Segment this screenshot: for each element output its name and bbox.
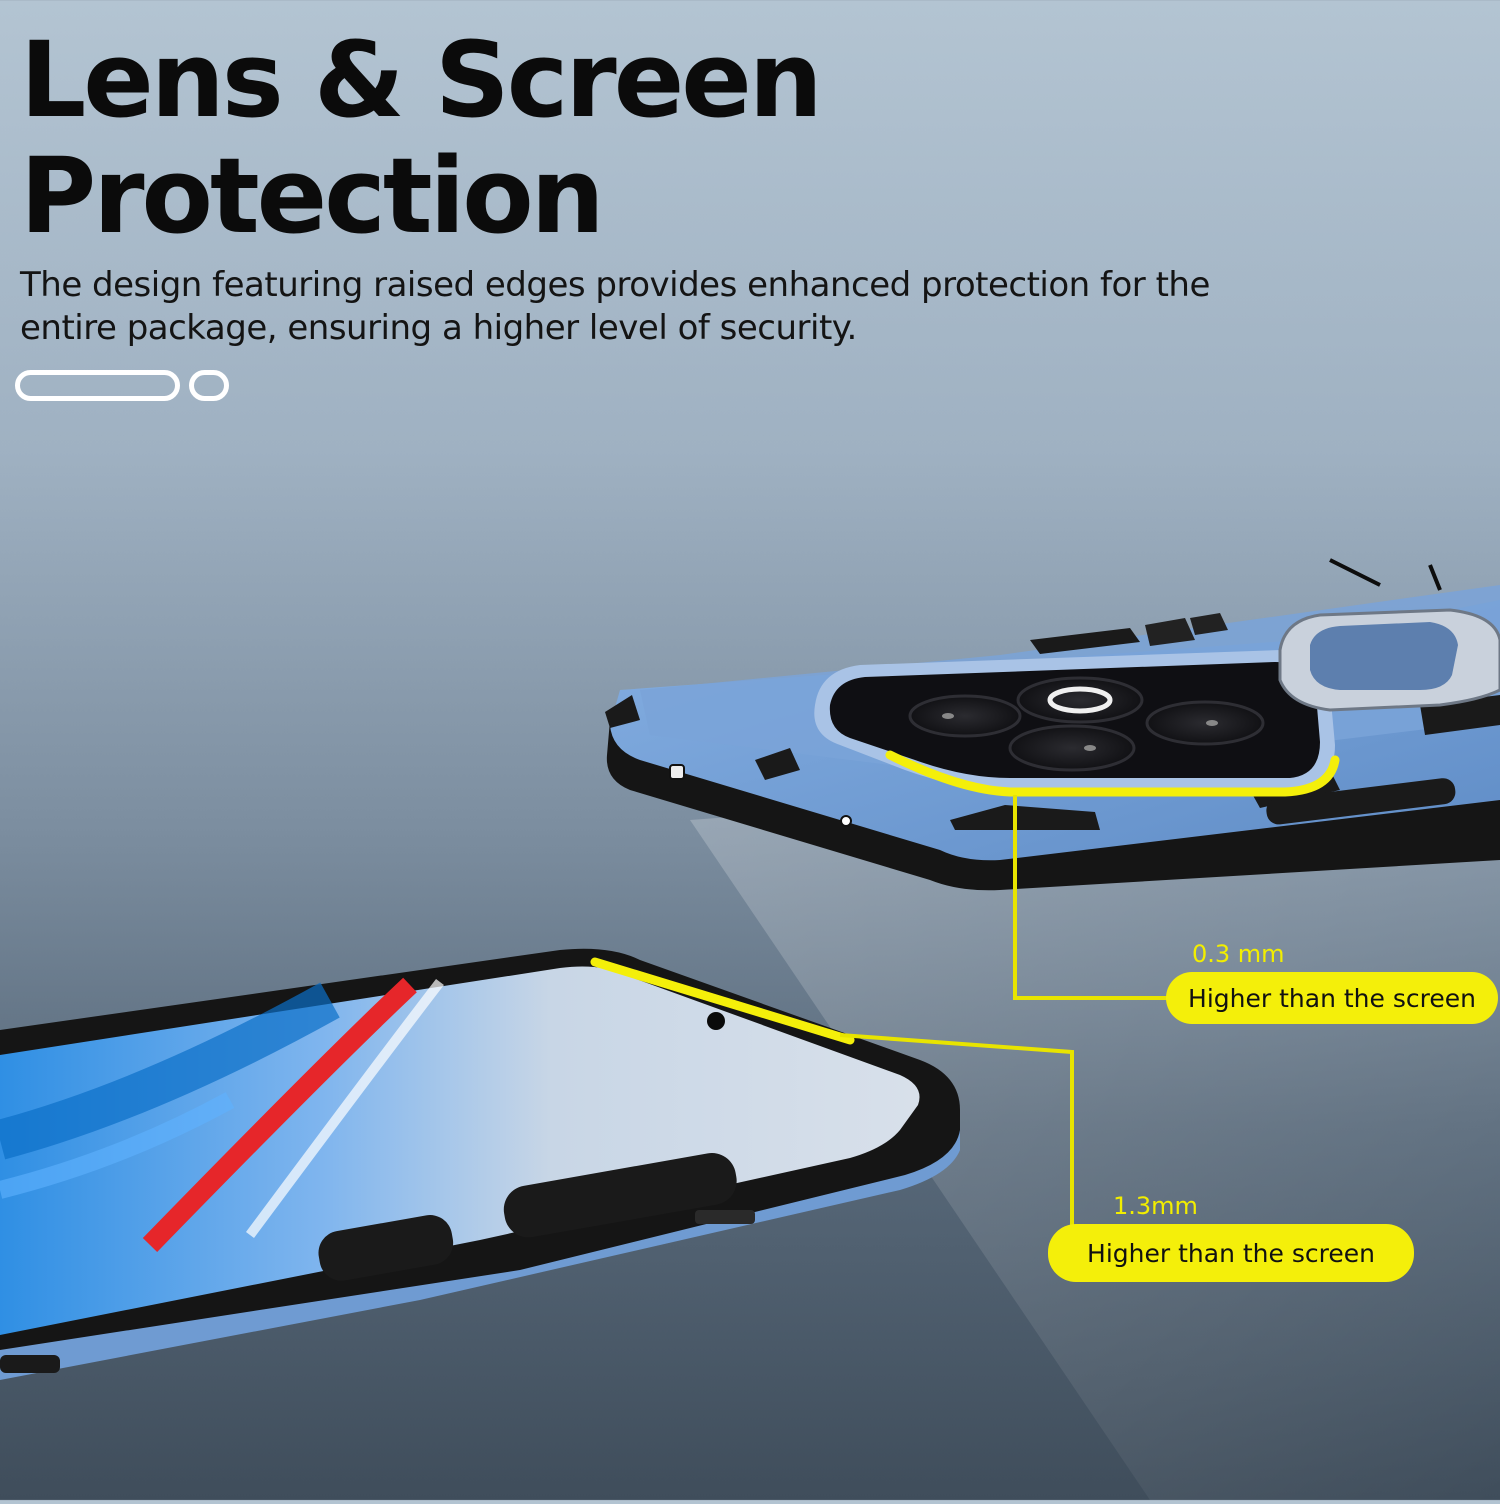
slide-indicator-long-icon <box>15 370 180 401</box>
title-line-2: Protection <box>20 135 605 257</box>
camera-module <box>814 650 1340 797</box>
measurement-bottom: 1.3mm <box>1113 1192 1198 1220</box>
measurement-top: 0.3 mm <box>1192 940 1285 968</box>
bottom-phone-case <box>0 948 960 1380</box>
callout-label-bottom: Higher than the screen <box>1048 1224 1414 1282</box>
leader-line-top <box>1013 795 1170 1000</box>
leader-line-bottom <box>839 1033 1074 1226</box>
light-beam <box>690 760 1500 1500</box>
title-line-1: Lens & Screen <box>20 19 823 141</box>
slide-indicator-short-icon <box>189 370 229 401</box>
callout-label-top: Higher than the screen <box>1166 972 1498 1024</box>
ring-holder <box>1278 558 1500 712</box>
page-title: Lens & Screen Protection <box>20 19 823 257</box>
feature-description: The design featuring raised edges provid… <box>20 265 1210 348</box>
